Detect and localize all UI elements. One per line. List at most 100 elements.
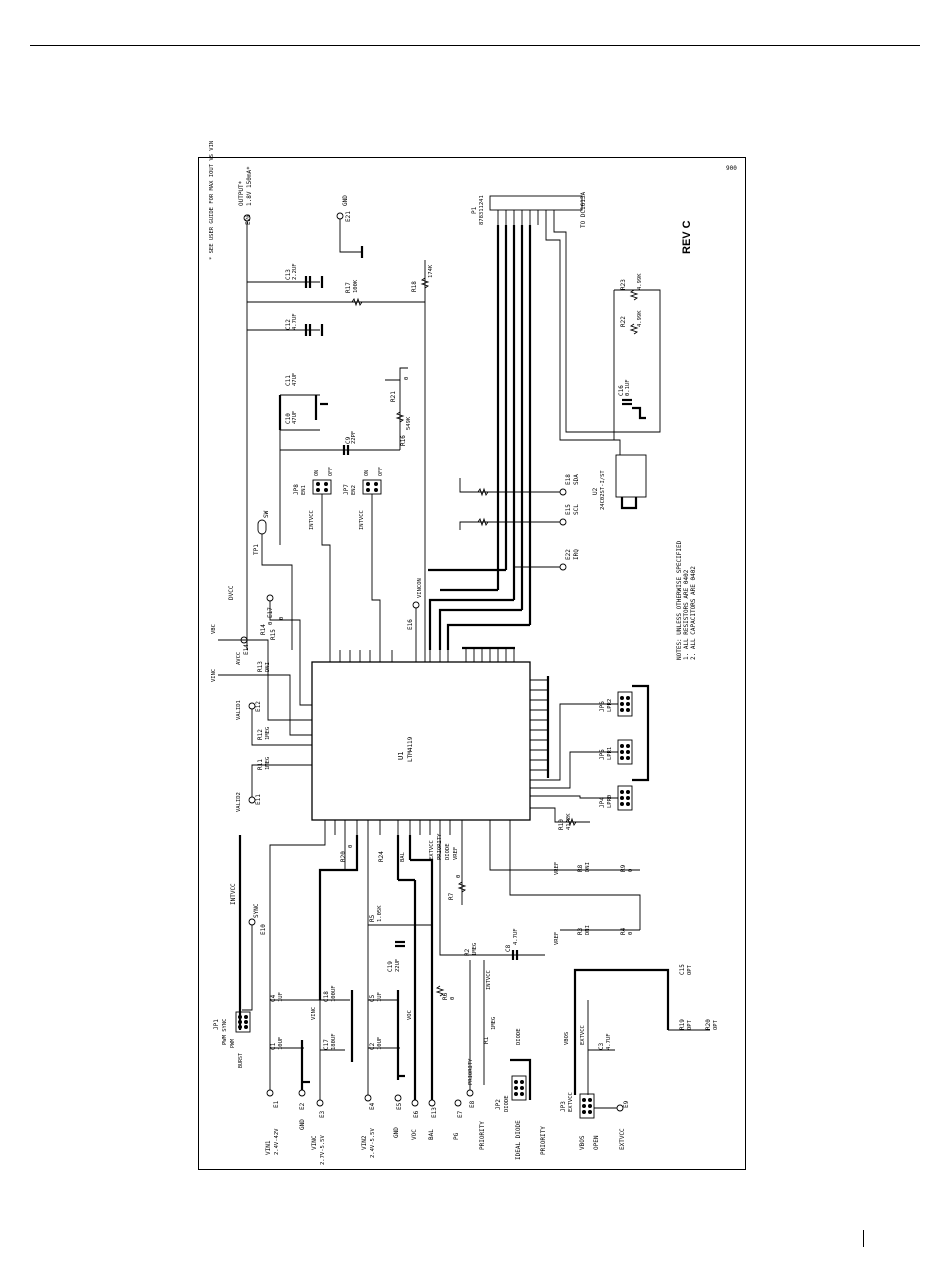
r6-value: 0 <box>450 997 456 1000</box>
r3-ref: R3 <box>577 927 584 935</box>
sda-pullup-net <box>459 478 560 493</box>
voc-label: VOC <box>411 1129 418 1140</box>
tp1-ref: TP1 <box>253 544 260 555</box>
jp7-pin-4 <box>374 488 378 492</box>
priority-net-label: PRIORITY <box>468 1058 474 1085</box>
r22-value: 4.99K <box>637 310 643 327</box>
jp1-jumper[interactable] <box>235 1011 251 1033</box>
r10-body <box>565 817 577 827</box>
r4-value: 0 <box>628 932 634 935</box>
jp4-jumper[interactable] <box>617 785 633 811</box>
r5-ref: R5 <box>369 914 376 922</box>
jp4-net <box>530 795 618 799</box>
r20b-ref: R20 <box>705 1019 712 1030</box>
r3-value: DNI <box>585 925 591 935</box>
jp7-pin-3 <box>366 488 370 492</box>
c17-ref: C17 <box>323 1039 330 1050</box>
bottom-terminals <box>266 1089 474 1107</box>
jp3-open: OPEN <box>593 1135 600 1150</box>
jp4-value: LPR0 <box>607 795 613 808</box>
jp8-header[interactable] <box>312 479 332 495</box>
c4-value: 1UF <box>278 992 284 1002</box>
bal-rail <box>410 858 434 1100</box>
jp5-jumper[interactable] <box>617 739 633 765</box>
c8-ref: C8 <box>505 944 512 952</box>
vref-net-2 <box>509 835 641 930</box>
vinc-rail-label: VINC <box>311 1007 317 1020</box>
r23-body <box>629 289 639 301</box>
e16-ref: E16 <box>407 619 414 630</box>
jp6-jumper[interactable] <box>617 691 633 717</box>
c2-value: 10UF <box>377 1037 383 1050</box>
e3-ref: E3 <box>319 1110 326 1118</box>
r15-ref: R15 <box>270 629 277 640</box>
vbos-rail-label: VBOS <box>564 1032 570 1045</box>
r21-net <box>385 367 408 381</box>
r22-ref: R22 <box>620 316 627 327</box>
vbc-label: VBC <box>211 624 217 634</box>
r7-value: 0 <box>456 875 462 878</box>
priority-label: PRIORITY <box>479 1121 486 1150</box>
u1-gnd-right-bus <box>530 676 550 778</box>
jp7-intvcc: INTVCC <box>359 510 365 530</box>
jp3-jumper[interactable] <box>579 1093 595 1119</box>
dvcc-label: DVCC <box>228 585 235 600</box>
sda-resistor <box>477 487 489 497</box>
out-label: OUTPUT* <box>238 180 245 206</box>
p1-sda-net <box>553 225 661 433</box>
e22-terminal <box>559 563 567 571</box>
jp8-value: EN1 <box>301 485 307 495</box>
ideal-diode-label: IDEAL DIODE <box>515 1120 522 1160</box>
r17-body <box>351 297 363 307</box>
jp2-jumper[interactable] <box>511 1075 527 1101</box>
jp7-header[interactable] <box>362 479 382 495</box>
c1-ref: C1 <box>270 1042 277 1050</box>
e7-ref: E7 <box>457 1110 464 1118</box>
vin2-range: 2.4V-5.5V <box>370 1128 376 1158</box>
jp3-vbos: VBOS <box>579 1135 586 1150</box>
r10-value: 41.2K <box>566 813 572 830</box>
u2-eeprom <box>615 454 647 498</box>
c9-value: 22PF <box>351 431 357 444</box>
valid1-net <box>251 709 312 746</box>
jp8-pin-2 <box>324 482 328 486</box>
r21-value: 0 <box>404 377 410 380</box>
net-extvcc: EXTVCC <box>429 840 435 860</box>
jp8-intvcc: INTVCC <box>309 510 315 530</box>
c18-value: 100UF <box>331 985 337 1002</box>
c13-ref: C13 <box>285 269 292 280</box>
c19-ref: C19 <box>387 961 394 972</box>
jp5-value: LPR1 <box>607 747 613 760</box>
r12-ref: R12 <box>257 729 264 740</box>
vinc-avcc-net <box>218 674 312 736</box>
c11-ref: C11 <box>285 375 292 386</box>
e18-terminal <box>559 488 567 496</box>
e14-ref: E14 <box>243 644 250 655</box>
r7-ref: R7 <box>448 892 455 900</box>
c18-ref: C18 <box>323 991 330 1002</box>
net-vref: VREF <box>453 847 459 860</box>
valid2-label: VALID2 <box>236 792 242 812</box>
r13-ref: R13 <box>257 661 264 672</box>
vin-bus <box>318 835 359 1000</box>
r23-value: 4.99K <box>637 273 643 290</box>
c3-value: 4.7UF <box>606 1033 612 1050</box>
vinc-range: 2.7V-5.5V <box>320 1135 326 1165</box>
e21-label: E21 <box>345 211 352 222</box>
jp7-net <box>371 494 381 650</box>
e18-ref: E18 <box>565 474 572 485</box>
e8-ref: E8 <box>469 1100 476 1108</box>
u1-ic-body <box>311 661 531 821</box>
p1-connector <box>489 195 583 211</box>
intvcc-label: INTVCC <box>230 883 237 905</box>
irq-label: IRQ <box>573 549 580 560</box>
tp1-testpoint[interactable] <box>257 519 267 535</box>
e21-net <box>339 219 362 253</box>
r18-ref: R18 <box>411 281 418 292</box>
jp8-on: ON <box>314 470 320 476</box>
r18-value: 174K <box>428 264 434 278</box>
u1-top-pins <box>329 650 449 662</box>
e2-gnd: GND <box>299 1119 306 1130</box>
jp7-ref: JP7 <box>343 484 350 495</box>
